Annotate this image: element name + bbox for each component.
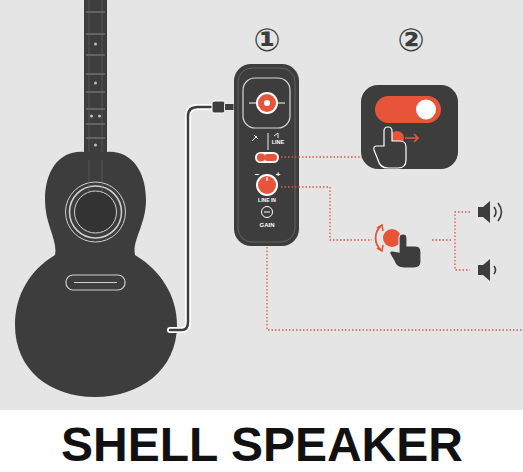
leader-lines	[267, 157, 523, 330]
callout-number: ②	[397, 24, 424, 56]
mode-label: LINE	[272, 140, 285, 146]
callout-number: ①	[253, 24, 280, 56]
input-label: LINE IN	[258, 198, 276, 203]
preamp-device	[234, 64, 299, 246]
gain-label: GAIN	[260, 222, 275, 228]
device-panel: LINE − + LINE IN GAIN	[234, 64, 299, 246]
plus-sign: +	[276, 171, 281, 179]
knob-detail	[376, 225, 421, 268]
footer-band	[0, 410, 523, 472]
cable	[170, 101, 234, 330]
speaker-icons	[478, 201, 502, 281]
guitar	[15, 0, 177, 397]
background-panel	[0, 0, 523, 410]
minus-sign: −	[255, 171, 260, 179]
brand-title: SHELL SPEAKER	[61, 421, 463, 469]
switch-detail	[361, 85, 458, 169]
